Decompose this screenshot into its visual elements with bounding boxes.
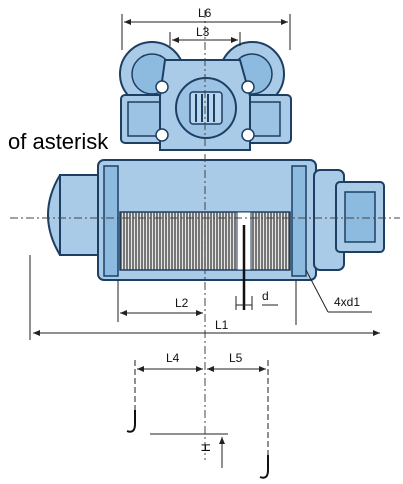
hook-icons bbox=[126, 410, 269, 479]
centerlines bbox=[10, 10, 400, 460]
hook-left-icon bbox=[126, 410, 136, 433]
gearbox bbox=[313, 169, 385, 271]
label-l5: L5 bbox=[229, 351, 243, 365]
label-l2: L2 bbox=[175, 296, 189, 310]
gear-hub-icon bbox=[189, 91, 223, 125]
trolley-frame bbox=[120, 59, 292, 151]
label-l4: L4 bbox=[166, 351, 180, 365]
label-4xd1: 4xd1 bbox=[334, 295, 360, 309]
label-d: d bbox=[262, 289, 269, 303]
label-l6: L6 bbox=[198, 6, 212, 20]
dimension-lines bbox=[29, 14, 380, 468]
overlay-caption: of asterisk bbox=[8, 129, 109, 154]
label-h: H bbox=[199, 443, 213, 452]
hook-right-icon bbox=[259, 455, 269, 479]
label-l3: L3 bbox=[196, 25, 210, 39]
drum-housing bbox=[97, 159, 317, 281]
label-l1: L1 bbox=[215, 318, 229, 332]
